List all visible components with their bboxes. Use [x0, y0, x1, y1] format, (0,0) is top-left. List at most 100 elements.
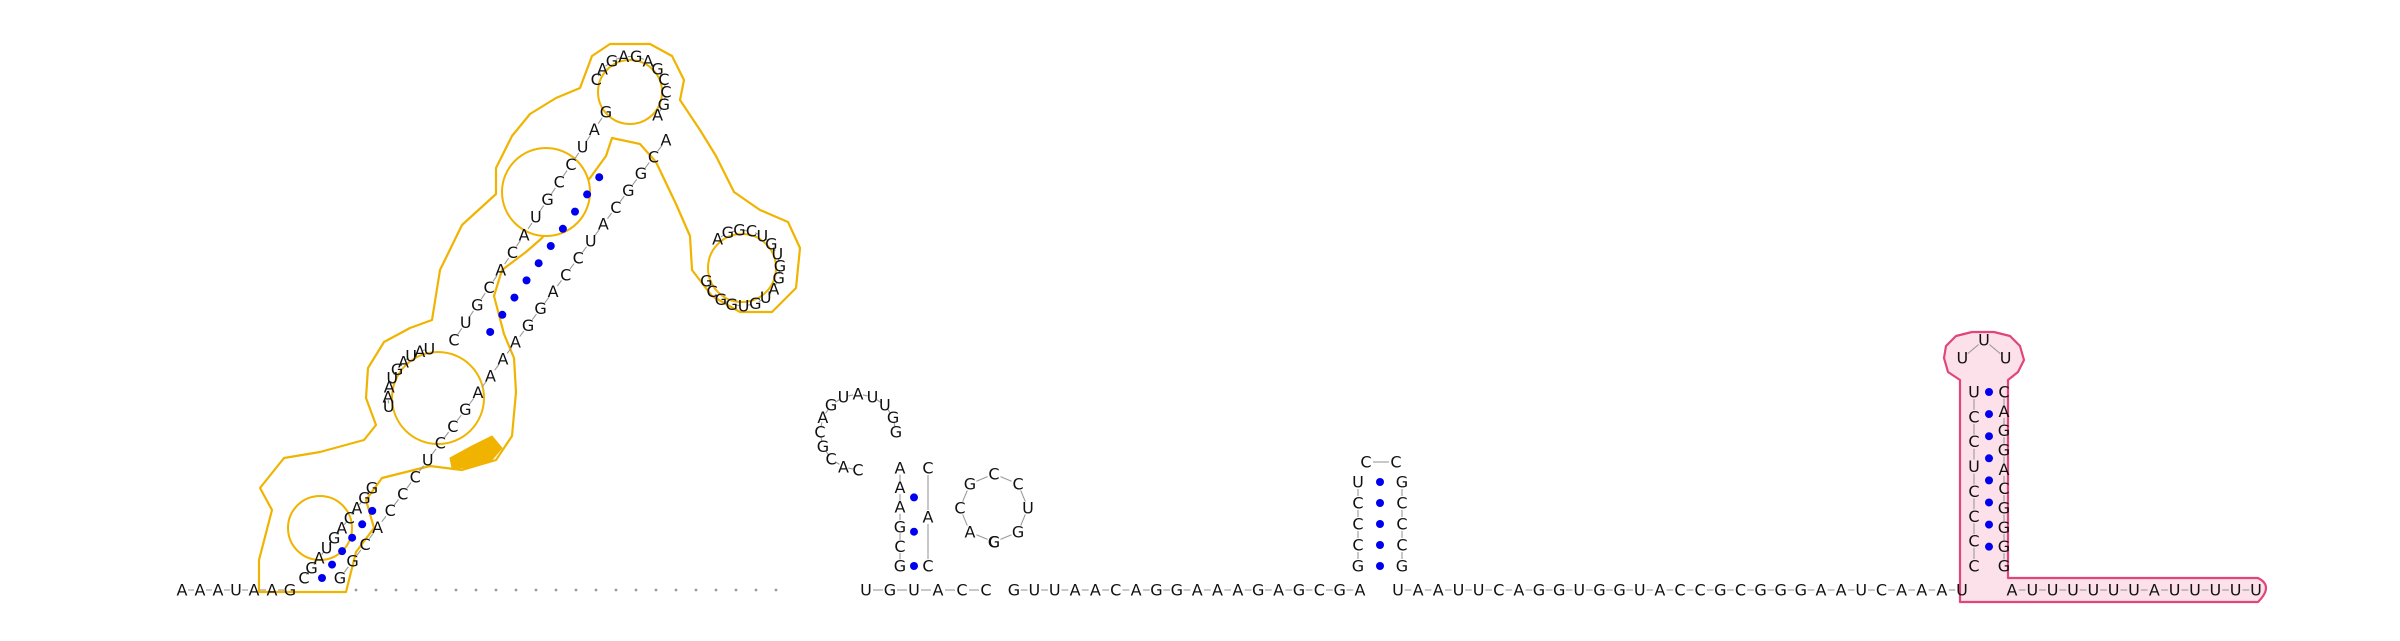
spacer-nucleotide: C [1674, 581, 1685, 600]
backbone-link [1020, 514, 1026, 526]
linker-dot [554, 588, 558, 592]
middle-2-nucleotide: G [1008, 581, 1020, 600]
backbone-link [494, 364, 500, 371]
backbone-link [714, 293, 719, 298]
spacer-nucleotide: A [1816, 581, 1827, 600]
domain-1-internal-loop-nucleotide: A [398, 352, 409, 371]
spacer-nucleotide: G [1795, 581, 1807, 600]
domain-1-upper-stem-pair-dot [558, 224, 567, 233]
middle-2-nucleotide: A [1131, 581, 1142, 600]
domain-1-upper-3prime-nucleotide: A [485, 366, 496, 385]
hairpin-c-stem-pair-dot [1376, 499, 1384, 507]
terminator-3prime-nucleotide: A [1999, 402, 2010, 421]
leader-nucleotide: A [195, 581, 206, 600]
domain-1-top-loop-nucleotide: C [591, 70, 602, 89]
linker-dot [754, 588, 758, 592]
domain-1-side-loop-nucleotide: G [749, 294, 761, 313]
hairpin-c-5prime-nucleotide: C [1352, 515, 1363, 534]
middle-2-nucleotide: U [1028, 581, 1040, 600]
backbone-link [562, 170, 568, 177]
domain-1-upper-3prime-nucleotide: C [435, 434, 446, 453]
backbone-link [1020, 490, 1026, 502]
backbone-link [731, 230, 736, 233]
middle-nucleotide: C [956, 581, 967, 600]
spacer-nucleotide: A [1433, 581, 1444, 600]
tail-nucleotide: U [2230, 581, 2242, 600]
domain-1-upper-stem-pair-dot [486, 327, 495, 336]
terminator-3prime-nucleotide: C [1998, 479, 2009, 498]
spacer-nucleotide: G [1754, 581, 1766, 600]
terminator-3prime-nucleotide: A [1999, 460, 2010, 479]
backbone-link [389, 380, 392, 385]
backbone-link [639, 57, 645, 60]
backbone-link [515, 240, 521, 247]
backbone-link [758, 299, 763, 303]
domain-1-upper-5prime-nucleotide: C [565, 155, 576, 174]
backbone-link [456, 414, 462, 422]
domain-1-lower-5prime-nucleotide: G [305, 559, 317, 578]
domain-1-upper-3prime-nucleotide: C [573, 248, 584, 267]
linker-dot [694, 588, 698, 592]
backbone-link [825, 450, 829, 456]
domain-1-upper-5prime-nucleotide: C [507, 243, 518, 262]
tail-nucleotide: U [2250, 581, 2262, 600]
middle-2-nucleotide: G [1333, 581, 1345, 600]
backbone-link [774, 281, 778, 286]
hairpin-a-loop-nucleotide: C [826, 449, 837, 468]
middle-nucleotide: A [933, 581, 944, 600]
domain-1-upper-stem-pair-dot [583, 190, 592, 199]
domain-1-upper-stem-pair-dot [534, 259, 543, 268]
backbone-link [659, 107, 663, 112]
domain-1-side-loop-nucleotide: C [707, 282, 718, 301]
linker-dot [714, 588, 718, 592]
spacer-nucleotide: A [1896, 581, 1907, 600]
backbone-link [976, 476, 988, 482]
domain-1-side-loop-nucleotide: U [772, 245, 784, 264]
domain-1-upper-3prime-nucleotide: C [397, 484, 408, 503]
domain-1-internal-loop-nucleotide: G [391, 360, 403, 379]
spacer-nucleotide: G [1553, 581, 1565, 600]
backbone-link [556, 280, 562, 287]
domain-1-lower-stem-pair-dot [368, 506, 377, 515]
domain-1-upper-stem-pair-dot [595, 173, 604, 182]
hairpin-a-stem-pair-dot [910, 527, 918, 536]
spacer-nucleotide: C [1876, 581, 1887, 600]
linker-dot [734, 588, 738, 592]
domain-1-internal-loop-nucleotide: U [423, 339, 435, 358]
domain-1-top-loop [597, 59, 663, 125]
domain-1-side-loop-nucleotide: G [700, 271, 712, 290]
backbone-link [504, 257, 510, 265]
domain-1-upper-3prime-nucleotide: C [359, 535, 370, 554]
terminator-3prime-nucleotide: G [1998, 537, 2010, 556]
terminator-3prime-nucleotide: G [1998, 499, 2010, 518]
hairpin-b-nucleotide: A [964, 523, 975, 542]
domain-1-lower-5prime-nucleotide: A [314, 549, 325, 568]
linker-dot [354, 588, 358, 592]
tail-nucleotide: U [2169, 581, 2181, 600]
middle-2-nucleotide: A [1090, 581, 1101, 600]
terminator-stem-pair-dot [1985, 520, 1993, 529]
domain-1-upper-5prime-nucleotide: G [471, 295, 483, 314]
backbone-link [650, 63, 655, 67]
hairpin-c-5prime-nucleotide: C [1352, 494, 1363, 513]
hairpin-a-5prime-nucleotide: G [894, 517, 906, 536]
middle-2-nucleotide: G [1252, 581, 1264, 600]
domain-1-upper-3prime-nucleotide: A [510, 333, 521, 352]
backbone-link [531, 313, 537, 321]
hairpin-c-3prime-nucleotide: C [1396, 536, 1407, 555]
domain-1-upper-3prime-nucleotide: G [534, 299, 546, 318]
backbone-link [306, 571, 310, 575]
terminator-5prime-nucleotide: U [1968, 383, 1980, 402]
middle-2-nucleotide: G [1150, 581, 1162, 600]
linker-dot [594, 588, 598, 592]
structural-domain-1 [257, 42, 802, 594]
hairpin-a-loop-nucleotide: G [817, 437, 829, 456]
hairpin-a-loop-nucleotide: A [838, 458, 849, 477]
domain-1-upper-5prime-nucleotide: A [519, 225, 530, 244]
domain-1-upper-3prime-nucleotide: G [635, 164, 647, 183]
backbone-link [1967, 344, 1979, 355]
domain-1-top-loop-nucleotide: G [651, 59, 663, 78]
backbone-link [976, 534, 988, 540]
hairpin-a-loop-nucleotide: G [887, 408, 899, 427]
